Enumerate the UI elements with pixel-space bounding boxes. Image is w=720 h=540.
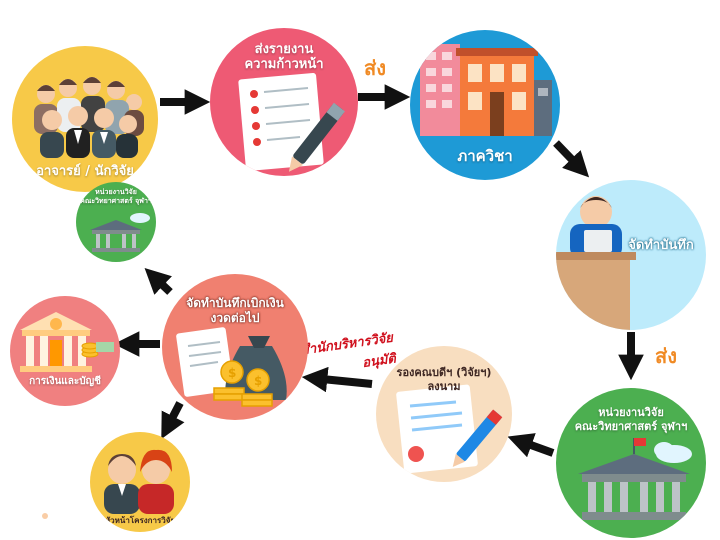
disbursement-memo-label: จัดทำบันทึกเบิกเงิน งวดต่อไป (162, 296, 308, 326)
research-unit-small-label-line1: หน่วยงานวิจัย (95, 188, 137, 196)
research-unit-small-building-icon (90, 213, 150, 252)
node-project-head: หัวหน้าโครงการวิจัย (90, 432, 190, 532)
money-bag-and-coins-icon: $ $ (176, 327, 287, 407)
svg-text:$: $ (254, 374, 262, 388)
department-building-icon (420, 44, 552, 136)
bank-building-icon (20, 312, 114, 372)
node-research-unit: หน่วยงานวิจัย คณะวิทยาศาสตร์ จุฬาฯ (556, 388, 706, 538)
research-unit-label-line2: คณะวิทยาศาสตร์ จุฬาฯ (574, 420, 688, 433)
officer-at-desk-icon (556, 196, 636, 330)
department-label: ภาควิชา (457, 147, 513, 165)
node-deputy-dean: รองคณบดีฯ (วิจัยฯ) ลงนาม (376, 346, 512, 482)
node-progress-report: ส่งรายงาน ความก้าวหน้า (210, 28, 358, 176)
finance-label: การเงินและบัญชี (29, 376, 101, 387)
research-unit-label: หน่วยงานวิจัย คณะวิทยาศาสตร์ จุฬาฯ (556, 406, 706, 434)
node-disbursement-memo: $ $ จัดทำบันทึกเบิกเงิน งวดต่อไป (162, 274, 308, 420)
progress-report-label-line1: ส่งรายงาน (254, 42, 314, 57)
research-unit-label-line1: หน่วยงานวิจัย (598, 406, 664, 419)
memo-label: จัดทำบันทึก (628, 238, 694, 253)
svg-text:$: $ (228, 366, 236, 380)
arrow-deputy-to-disbursement (301, 366, 373, 393)
arrow-research-unit-to-deputy (507, 433, 555, 458)
research-unit-small-label-line2: คณะวิทยาศาสตร์ จุฬาฯ (80, 197, 152, 205)
project-head-label: หัวหน้าโครงการวิจัย (104, 516, 176, 525)
research-unit-small-label: หน่วยงานวิจัย คณะวิทยาศาสตร์ จุฬาฯ (76, 188, 156, 206)
progress-report-label-line2: ความก้าวหน้า (244, 57, 324, 72)
research-unit-building-icon (578, 438, 692, 520)
progress-report-label: ส่งรายงาน ความก้าวหน้า (210, 42, 358, 72)
node-research-unit-small: หน่วยงานวิจัย คณะวิทยาศาสตร์ จุฬาฯ (76, 182, 156, 262)
arrow-disbursement-to-project-head (161, 401, 185, 440)
arrow-disbursement-to-research-unit-small (144, 267, 173, 295)
deputy-dean-label-line1: รองคณบดีฯ (วิจัยฯ) (396, 366, 492, 379)
arrow-department-to-memo (553, 140, 590, 178)
node-finance: การเงินและบัญชี (10, 296, 120, 406)
node-department: ภาควิชา (410, 30, 560, 180)
deputy-dean-label: รองคณบดีฯ (วิจัยฯ) ลงนาม (376, 366, 512, 394)
researchers-group-icon (34, 77, 144, 158)
deputy-dean-label-line2: ลงนาม (427, 380, 461, 393)
report-document-icon (238, 73, 345, 172)
send-label-right: ส่ง (655, 344, 677, 368)
disbursement-memo-label-line2: งวดต่อไป (210, 311, 260, 325)
node-researchers: อาจารย์ / นักวิจัย (12, 46, 158, 192)
researchers-label: อาจารย์ / นักวิจัย (36, 164, 134, 179)
disbursement-memo-label-line1: จัดทำบันทึกเบิกเงิน (186, 296, 284, 310)
signed-document-icon (396, 384, 503, 474)
decorative-dot (42, 513, 48, 519)
node-memo: จัดทำบันทึก (556, 180, 706, 330)
project-head-people-icon (104, 449, 174, 514)
send-label-top: ส่ง (364, 56, 386, 80)
